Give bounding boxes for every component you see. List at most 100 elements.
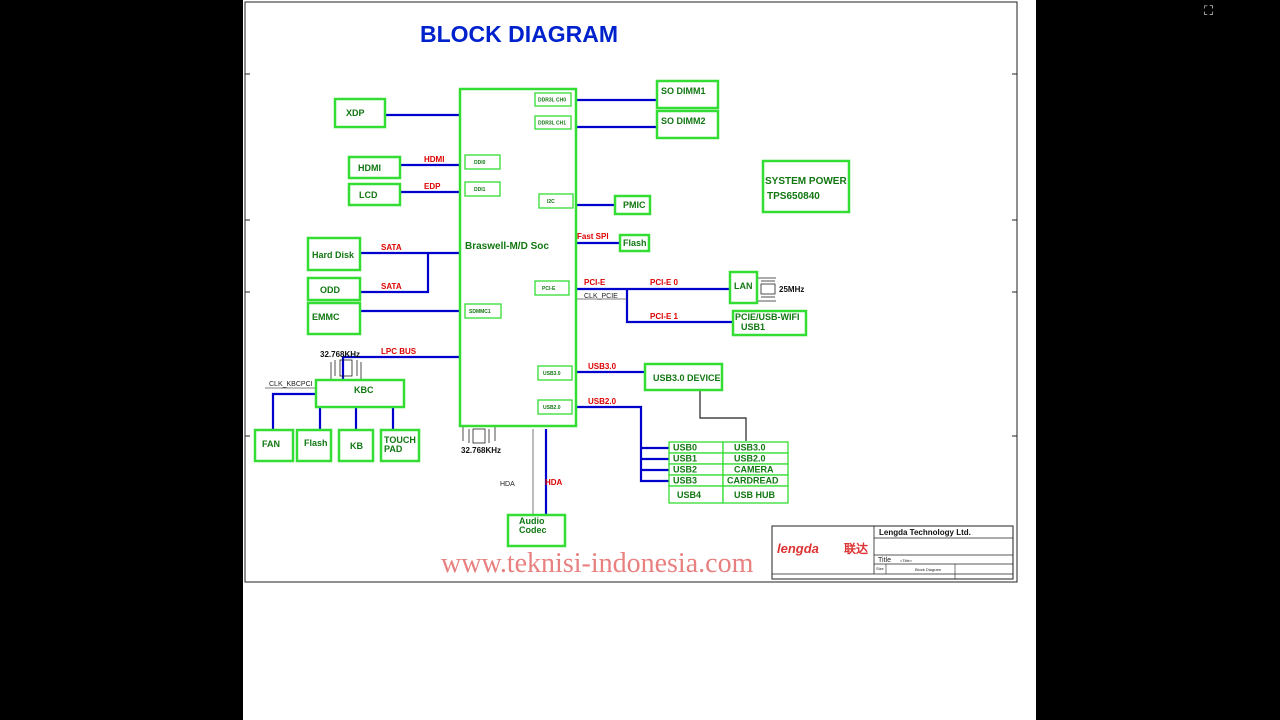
diagram-title: BLOCK DIAGRAM <box>420 21 618 47</box>
table-row: USB2 CAMERA <box>668 463 789 476</box>
soc-crystal-label: 32.768KHz <box>461 446 501 455</box>
odd-block[interactable]: ODD <box>306 276 362 302</box>
port-ddi1: DDI1 <box>474 187 486 193</box>
usb-device-name: CAMERA <box>734 465 774 475</box>
xdp-block[interactable]: XDP <box>333 97 387 129</box>
wifi-label-2: USB1 <box>741 322 765 332</box>
fullscreen-icon[interactable]: ⛶ <box>1204 3 1214 18</box>
usb-port-name: USB3 <box>673 476 697 486</box>
thin-lines <box>265 298 747 515</box>
kbc-flash-label: Flash <box>304 438 328 448</box>
sata-signal-1: SATA <box>381 243 402 252</box>
usb2-signal: USB2.0 <box>588 397 617 406</box>
so-dimm2-block[interactable]: SO DIMM2 <box>655 109 720 140</box>
port-usb3: USB3.0 <box>543 371 561 377</box>
xdp-label: XDP <box>346 108 365 118</box>
usb3-signal: USB3.0 <box>588 362 617 371</box>
signal-labels: HDMI EDP SATA SATA LPC BUS Fast SPI PCI-… <box>381 155 679 487</box>
company-name: Lengda Technology Ltd. <box>879 528 971 537</box>
system-power-label: SYSTEM POWER <box>765 176 847 187</box>
hdmi-label: HDMI <box>358 163 381 173</box>
usb-port-name: USB1 <box>673 454 697 464</box>
so-dimm2-label: SO DIMM2 <box>661 116 706 126</box>
port-ddr-ch1: DDR3L CH1 <box>538 121 566 127</box>
table-row: USB1 USB2.0 <box>668 452 789 465</box>
lcd-label: LCD <box>359 190 378 200</box>
table-row: USB0 USB3.0 <box>668 441 789 454</box>
pcie-signal: PCI-E <box>584 278 606 287</box>
hda-note: HDA <box>500 481 515 488</box>
kb-block[interactable]: KB <box>337 428 375 463</box>
kb-label: KB <box>350 441 363 451</box>
lan-block[interactable]: LAN <box>728 270 759 305</box>
pcie0-signal: PCI-E 0 <box>650 278 679 287</box>
emmc-label: EMMC <box>312 312 340 322</box>
usb-port-name: USB2 <box>673 465 697 475</box>
clk-kbcpci-note: CLK_KBCPCI <box>269 381 313 388</box>
port-sdmmc1: SDMMC1 <box>469 309 491 315</box>
frame-ticks <box>245 73 1017 437</box>
spi-flash-block[interactable]: Flash <box>618 233 651 253</box>
size-field-label: Size <box>876 566 885 571</box>
edp-signal: EDP <box>424 182 441 191</box>
kbc-crystal-label: 32.768KHz <box>320 350 360 359</box>
soc-ports: DDR3L CH0 DDR3L CH1 DDI0 DDI1 I2C PCI-E … <box>464 92 574 415</box>
table-row: USB3 CARDREAD <box>668 474 789 487</box>
hard-disk-label: Hard Disk <box>312 250 355 260</box>
usb-device-name: CARDREAD <box>727 476 779 486</box>
title-block: lengda 联达 Lengda Technology Ltd. Title <… <box>771 525 1014 580</box>
lengda-logo: lengda <box>777 541 819 556</box>
crystal-kbc <box>330 359 362 380</box>
fast-spi-signal: Fast SPI <box>577 232 609 241</box>
touchpad-label-2: PAD <box>384 444 403 454</box>
title-field-value: <Title> <box>900 558 913 563</box>
usb-port-table: USB0 USB3.0 USB1 USB2.0 USB2 CAMERA USB3 CAR… <box>668 441 789 504</box>
kbc-label: KBC <box>354 385 374 395</box>
document-name: Block Diagram <box>915 567 942 572</box>
hard-disk-block[interactable]: Hard Disk <box>306 236 362 272</box>
notes: CLK_KBCPCI CLK_PCIE HDA 32.768KHz 32.768… <box>269 285 804 488</box>
port-ddr-ch0: DDR3L CH0 <box>538 98 566 104</box>
kbc-flash-block[interactable]: Flash <box>295 428 333 463</box>
audio-label-2: Codec <box>519 525 547 535</box>
usb-device-name: USB2.0 <box>734 454 766 464</box>
lpc-bus-signal: LPC BUS <box>381 347 417 356</box>
wifi-label-1: PCIE/USB-WIFI <box>735 312 800 322</box>
lan-label: LAN <box>734 281 753 291</box>
port-usb2: USB2.0 <box>543 405 561 411</box>
so-dimm1-label: SO DIMM1 <box>661 86 706 96</box>
pmic-block[interactable]: PMIC <box>613 194 652 216</box>
hdmi-block[interactable]: HDMI <box>347 155 402 180</box>
block-diagram-sheet: BLOCK DIAGRAM <box>244 1 1018 583</box>
audio-label-1: Audio <box>519 516 545 526</box>
clk-pcie-note: CLK_PCIE <box>584 293 618 300</box>
schematic-page: BLOCK DIAGRAM <box>243 0 1036 720</box>
emmc-block[interactable]: EMMC <box>306 301 362 336</box>
usb3-device-block[interactable]: USB3.0 DEVICE <box>643 362 724 392</box>
hda-signal: HDA <box>545 478 563 487</box>
hdmi-signal: HDMI <box>424 155 444 164</box>
usb-port-name: USB0 <box>673 443 697 453</box>
port-i2c: I2C <box>547 199 555 205</box>
kbc-block[interactable]: KBC <box>314 378 406 409</box>
crystal-lan <box>756 277 776 302</box>
title-field-label: Title <box>878 557 891 564</box>
lengda-logo-cn: 联达 <box>844 541 868 556</box>
lcd-block[interactable]: LCD <box>347 182 402 207</box>
port-ddi0: DDI0 <box>474 160 486 166</box>
spi-flash-label: Flash <box>623 238 647 248</box>
usb-device-name: USB HUB <box>734 490 776 500</box>
fan-block[interactable]: FAN <box>253 428 295 463</box>
sata-signal-2: SATA <box>381 282 402 291</box>
usb-port-name: USB4 <box>677 490 701 500</box>
pcie1-signal: PCI-E 1 <box>650 312 679 321</box>
usb-device-name: USB3.0 <box>734 443 766 453</box>
odd-label: ODD <box>320 285 341 295</box>
soc-name: Braswell-M/D Soc <box>465 241 549 252</box>
so-dimm1-block[interactable]: SO DIMM1 <box>655 79 720 110</box>
usb3-device-label: USB3.0 DEVICE <box>653 373 721 383</box>
